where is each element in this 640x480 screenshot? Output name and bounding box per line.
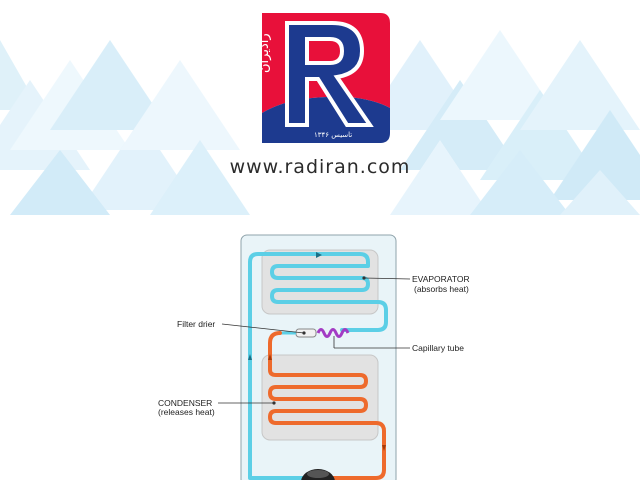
condenser-note: (releases heat) bbox=[158, 407, 215, 417]
evaporator-coil bbox=[248, 252, 388, 480]
website-url: www.radiran.com bbox=[229, 156, 411, 178]
radiran-logo: رادیران تاسیس ۱۳۴۶ bbox=[252, 13, 390, 143]
capillary-tube bbox=[316, 328, 350, 338]
flow-arrow bbox=[316, 252, 322, 258]
evaporator-note: (absorbs heat) bbox=[414, 284, 469, 294]
capillary-tube-label: Capillary tube bbox=[412, 343, 464, 353]
condenser-label: CONDENSER bbox=[158, 398, 213, 408]
logo-text: رادیران bbox=[257, 33, 272, 73]
leader-evaporator bbox=[363, 277, 411, 280]
filter-drier-label: Filter drier bbox=[177, 319, 216, 329]
refrigeration-cycle-diagram bbox=[218, 234, 411, 480]
leader-filter-drier bbox=[221, 323, 305, 334]
evaporator-label: EVAPORATOR bbox=[412, 274, 470, 284]
flow-arrow bbox=[248, 354, 252, 360]
logo-subtext: تاسیس ۱۳۴۶ bbox=[314, 131, 352, 139]
compressor-top bbox=[307, 470, 329, 478]
background-triangle-pattern bbox=[0, 30, 640, 215]
condenser-coil bbox=[268, 331, 386, 480]
evaporator-panel bbox=[261, 249, 379, 315]
flow-arrow bbox=[268, 354, 272, 360]
filter-drier bbox=[295, 328, 317, 338]
flow-arrow bbox=[382, 445, 386, 451]
